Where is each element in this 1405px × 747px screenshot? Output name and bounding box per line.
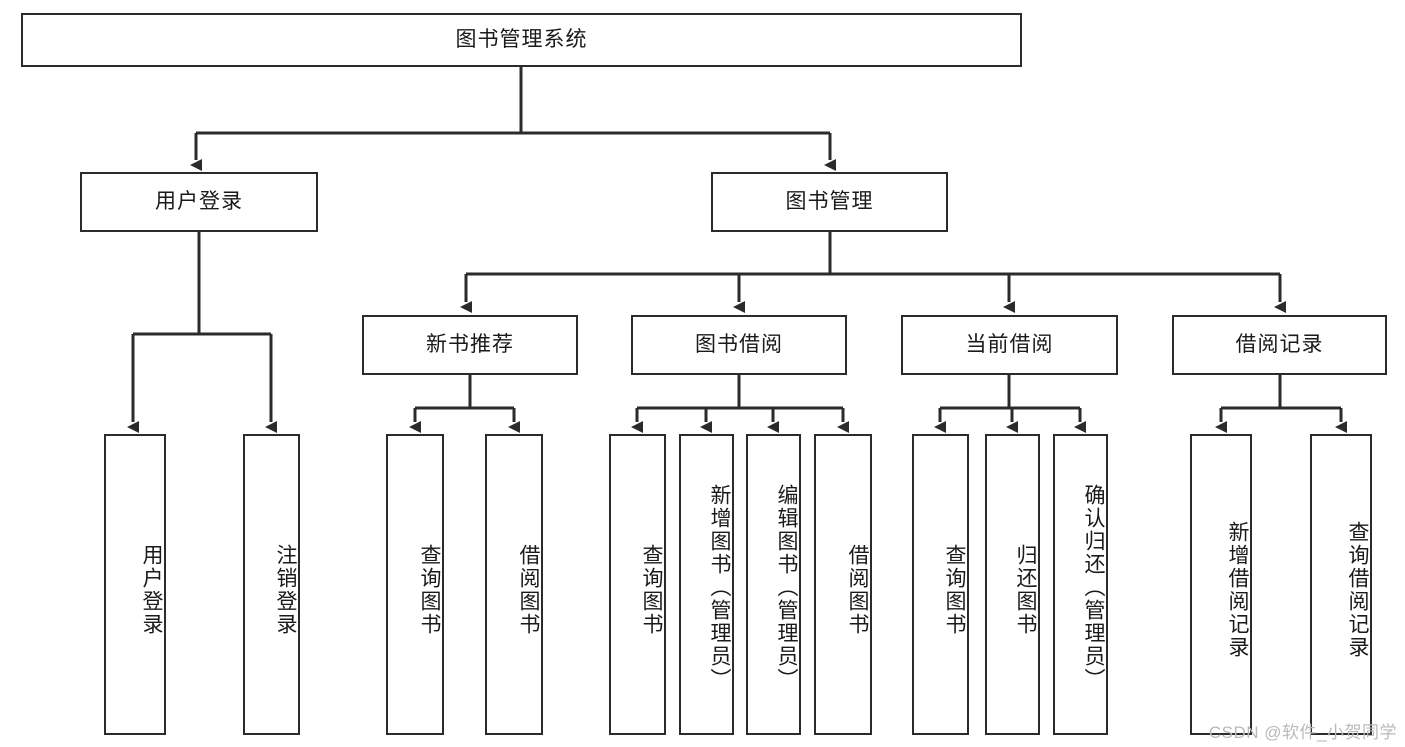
node-label: 图书管理系统 bbox=[455, 28, 588, 52]
node-leaf-9[interactable]: 归还图书 bbox=[985, 434, 1040, 735]
node-label: 查询图书 bbox=[418, 543, 441, 636]
node-leaf-5[interactable]: 新增图书（管理员） bbox=[679, 434, 734, 735]
node-level3-0[interactable]: 新书推荐 bbox=[362, 315, 578, 375]
node-label: 当前借阅 bbox=[965, 333, 1054, 357]
node-leaf-0[interactable]: 用户登录 bbox=[104, 434, 166, 735]
node-level2-0[interactable]: 用户登录 bbox=[80, 172, 318, 232]
node-level3-3[interactable]: 借阅记录 bbox=[1172, 315, 1387, 375]
node-label: 用户登录 bbox=[155, 190, 243, 214]
node-label: 注销登录 bbox=[274, 543, 297, 636]
node-label: 查询图书 bbox=[943, 543, 966, 636]
node-level2-1[interactable]: 图书管理 bbox=[711, 172, 948, 232]
node-label: 图书管理 bbox=[785, 190, 874, 214]
node-leaf-7[interactable]: 借阅图书 bbox=[814, 434, 872, 735]
node-leaf-6[interactable]: 编辑图书（管理员） bbox=[746, 434, 801, 735]
node-leaf-4[interactable]: 查询图书 bbox=[609, 434, 666, 735]
node-root[interactable]: 图书管理系统 bbox=[21, 13, 1022, 67]
node-label: 确认归还（管理员） bbox=[1082, 484, 1105, 691]
node-label: 归还图书 bbox=[1014, 543, 1037, 636]
node-label: 新增图书（管理员） bbox=[708, 484, 731, 691]
node-label: 查询借阅记录 bbox=[1346, 520, 1369, 659]
node-leaf-8[interactable]: 查询图书 bbox=[912, 434, 969, 735]
node-level3-1[interactable]: 图书借阅 bbox=[631, 315, 847, 375]
node-leaf-3[interactable]: 借阅图书 bbox=[485, 434, 543, 735]
node-leaf-12[interactable]: 查询借阅记录 bbox=[1310, 434, 1372, 735]
watermark: CSDN @软件_小贺同学 bbox=[1208, 723, 1397, 742]
node-leaf-11[interactable]: 新增借阅记录 bbox=[1190, 434, 1252, 735]
node-label: 新增借阅记录 bbox=[1226, 520, 1249, 659]
node-label: 编辑图书（管理员） bbox=[775, 484, 798, 691]
node-leaf-2[interactable]: 查询图书 bbox=[386, 434, 444, 735]
node-label: 借阅记录 bbox=[1235, 333, 1324, 357]
node-label: 查询图书 bbox=[640, 543, 663, 636]
node-label: 图书借阅 bbox=[695, 333, 783, 357]
node-level3-2[interactable]: 当前借阅 bbox=[901, 315, 1118, 375]
node-label: 借阅图书 bbox=[517, 543, 540, 636]
node-leaf-10[interactable]: 确认归还（管理员） bbox=[1053, 434, 1108, 735]
node-leaf-1[interactable]: 注销登录 bbox=[243, 434, 300, 735]
node-label: 借阅图书 bbox=[846, 543, 869, 636]
node-label: 用户登录 bbox=[140, 543, 163, 636]
node-label: 新书推荐 bbox=[426, 333, 514, 357]
